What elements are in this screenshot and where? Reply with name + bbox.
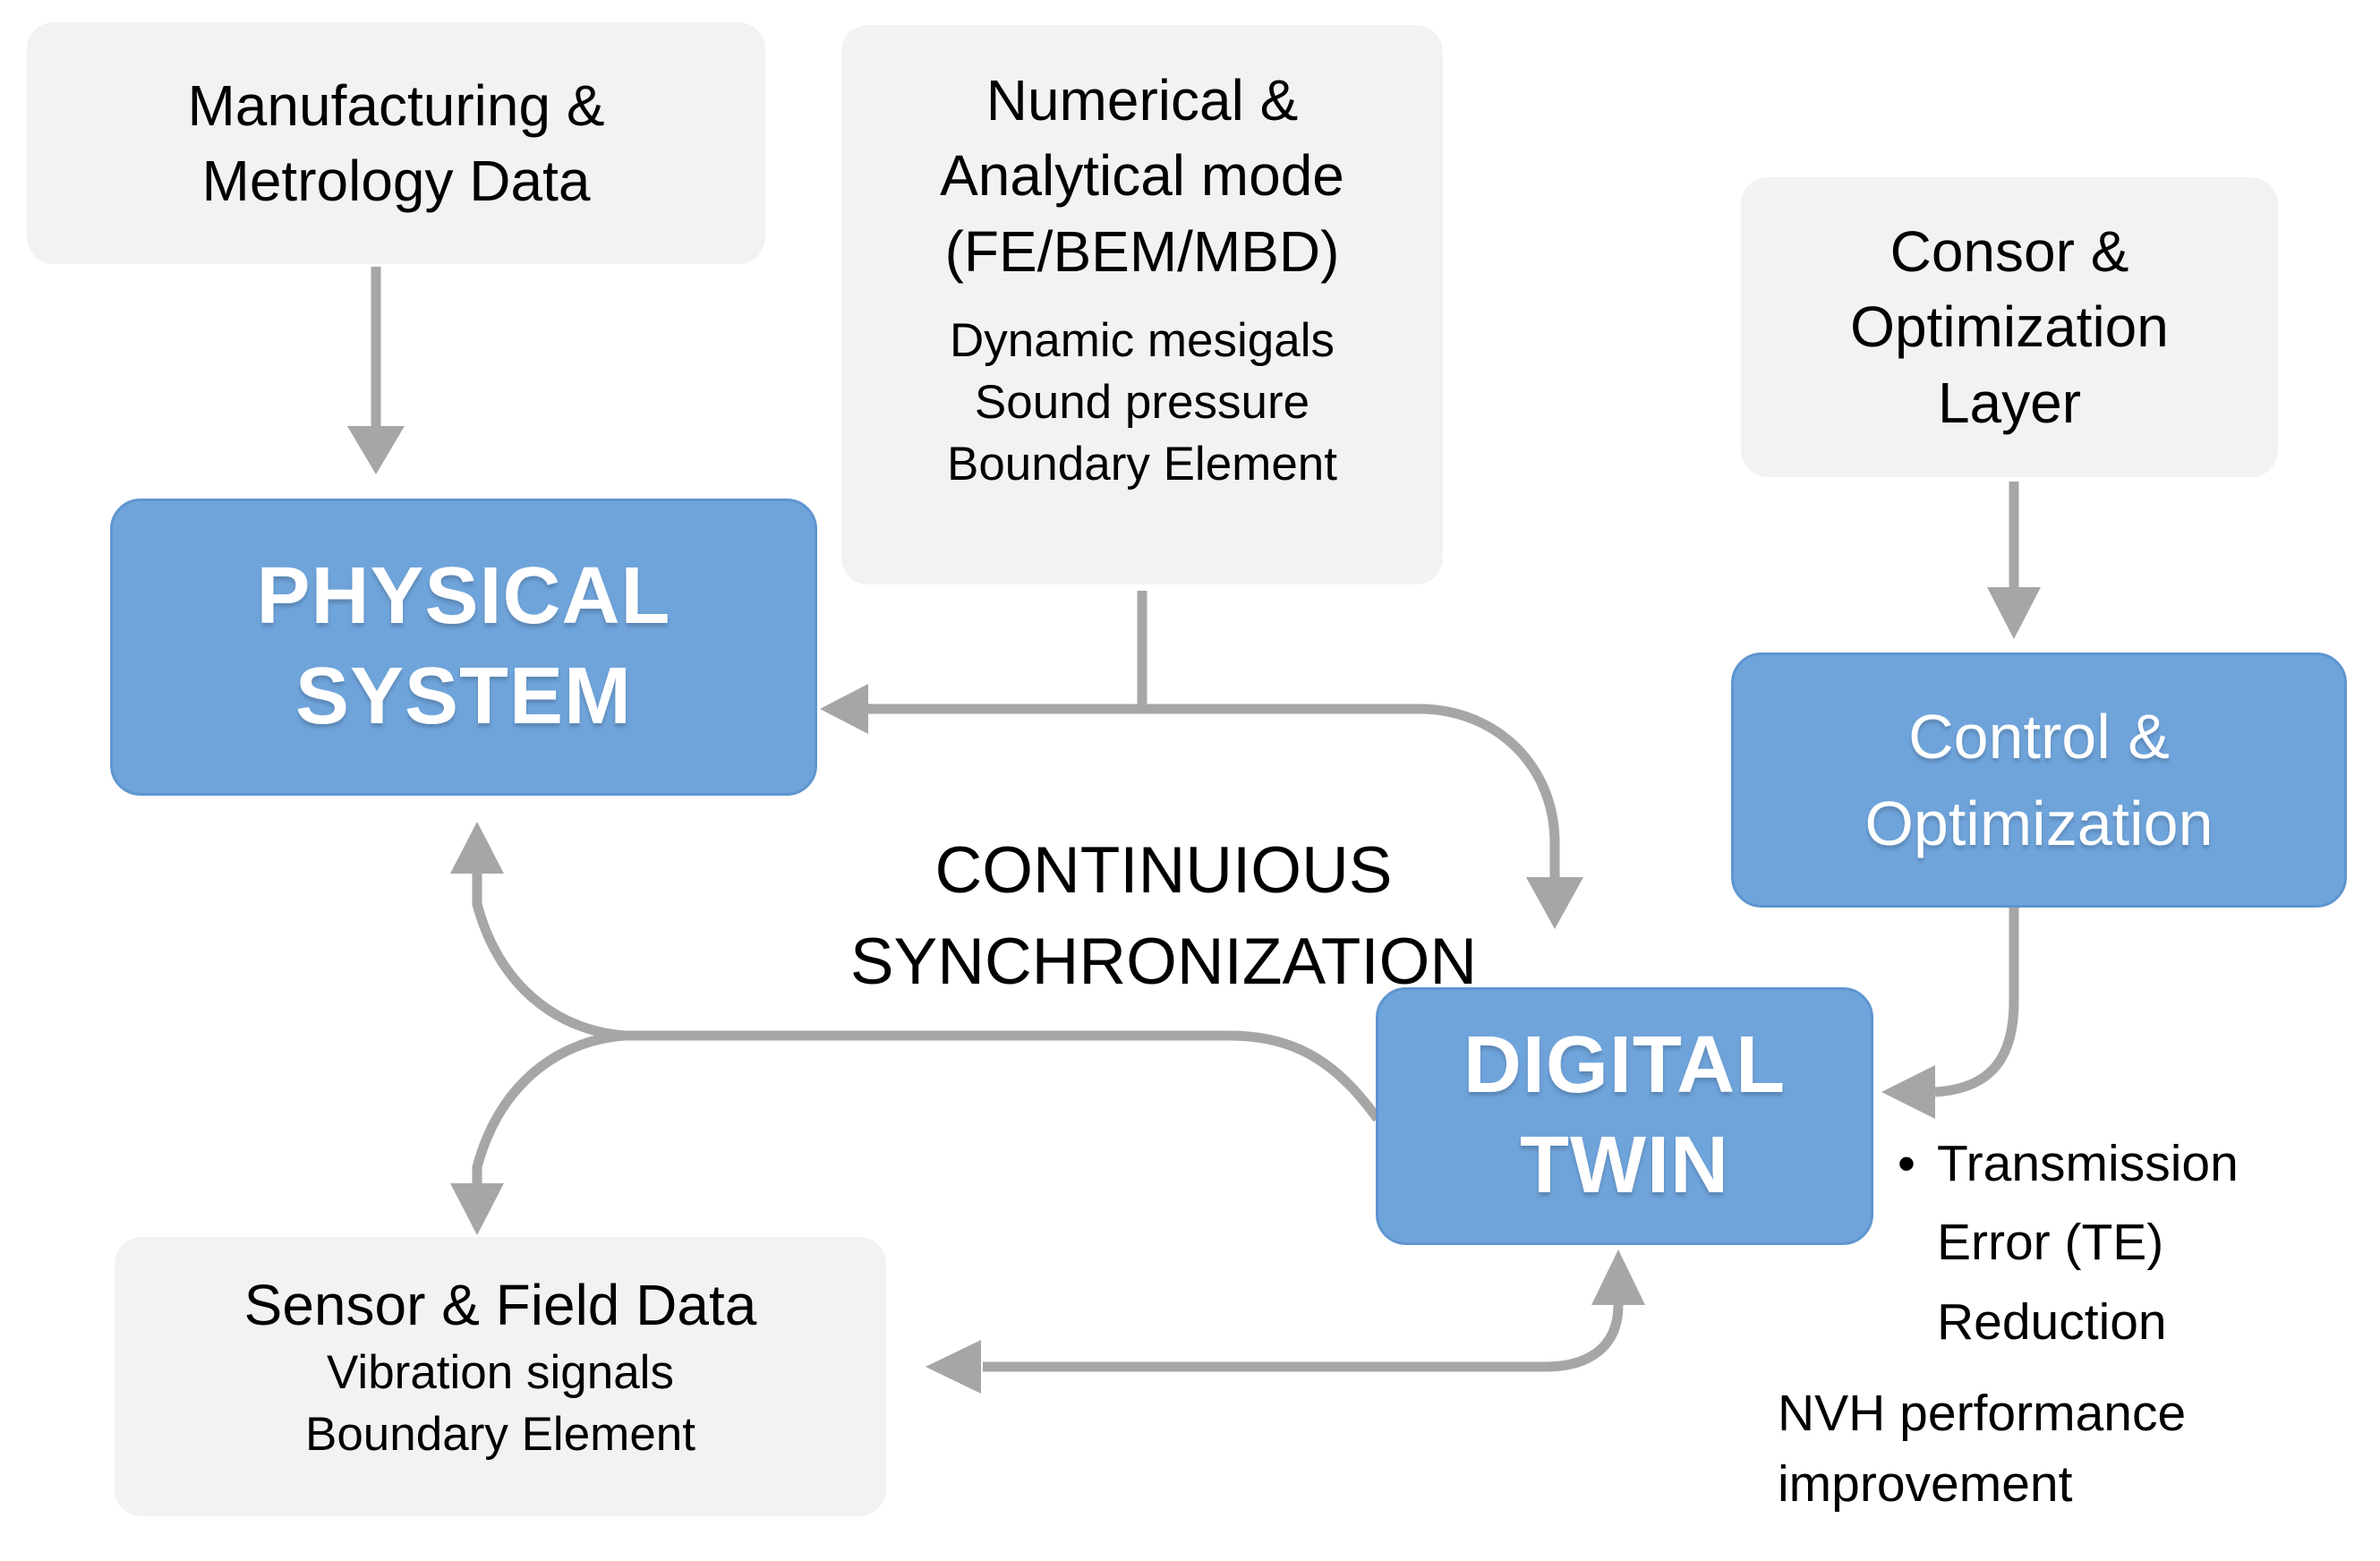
connector-line xyxy=(983,1304,1624,1372)
box-line: Consor & xyxy=(1889,218,2129,284)
numerical-analytical-mode-box: Numerical & Analytical mode (FE/BEM/MBD)… xyxy=(841,25,1443,584)
box-line: Manufacturing & xyxy=(187,73,605,138)
box-line: Numerical & xyxy=(985,68,1299,132)
connector-line xyxy=(472,874,626,1041)
bullet-text: Transmission Error (TE) Reduction xyxy=(1937,1124,2239,1361)
connector-digital-sensor-feedback xyxy=(926,1250,1645,1394)
connector-control-to-digital xyxy=(1881,908,2019,1119)
bullet-line: Transmission xyxy=(1936,1135,2239,1192)
manufacturing-metrology-data-box: Manufacturing & Metrology Data xyxy=(27,22,765,264)
box-line: Control & xyxy=(1908,701,2170,772)
connector-line xyxy=(625,1030,1382,1122)
sensor-field-data-box: Sensor & Field Data Vibration signals Bo… xyxy=(115,1237,886,1516)
arrowhead-up-icon xyxy=(1591,1250,1645,1305)
box-line: Optimization xyxy=(1864,788,2214,858)
arrowhead-up-icon xyxy=(450,822,504,874)
connector-consor-to-control xyxy=(1987,482,2041,639)
box-line: PHYSICAL xyxy=(256,551,671,642)
box-subline: Dynamic mesigals xyxy=(949,314,1335,368)
arrowhead-down-icon xyxy=(347,426,405,474)
box-subline: Vibration signals xyxy=(327,1346,674,1400)
box-line: Metrology Data xyxy=(201,149,591,213)
arrowhead-down-icon xyxy=(450,1183,504,1235)
box-line: Analytical mode xyxy=(940,143,1344,209)
arrowhead-left-icon xyxy=(926,1340,981,1394)
box-line: DIGITAL xyxy=(1463,1020,1787,1111)
digital-twin-box: DIGITAL TWIN xyxy=(1376,987,1873,1245)
arrowhead-left-icon xyxy=(1881,1065,1935,1119)
bullet-line: Error (TE) xyxy=(1936,1214,2164,1272)
box-line: (FE/BEM/MBD) xyxy=(944,218,1340,284)
consor-optimization-layer-box: Consor & Optimization Layer xyxy=(1741,177,2278,477)
box-subline: Sound pressure xyxy=(974,376,1310,430)
continuous-synchronization-label: CONTINUIOUS SYNCHRONIZATION xyxy=(788,825,1540,1008)
connector-line xyxy=(1934,908,2019,1097)
label-line: CONTINUIOUS xyxy=(934,834,1393,907)
bullet-icon: • xyxy=(1898,1135,1915,1192)
transmission-error-bullet: • Transmission Error (TE) Reduction xyxy=(1898,1124,2239,1361)
connector-manufacturing-to-physical xyxy=(347,267,405,474)
connector-line xyxy=(472,1030,626,1183)
label-line: SYNCHRONIZATION xyxy=(849,926,1478,999)
box-line: Sensor & Field Data xyxy=(243,1273,757,1337)
note-line: improvement xyxy=(1778,1454,2073,1513)
box-line: SYSTEM xyxy=(294,652,633,741)
box-line: TWIN xyxy=(1520,1121,1729,1210)
arrowhead-down-icon xyxy=(1987,587,2041,639)
box-line: Layer xyxy=(1937,370,2082,435)
physical-system-box: PHYSICAL SYSTEM xyxy=(110,499,817,796)
box-subline: Boundary Element xyxy=(946,438,1338,491)
box-line: Optimization xyxy=(1850,294,2169,360)
note-line: NVH performance xyxy=(1778,1385,2187,1442)
arrowhead-left-icon xyxy=(820,684,868,734)
box-subline: Boundary Element xyxy=(304,1408,696,1462)
control-optimization-box: Control & Optimization xyxy=(1731,653,2347,908)
bullet-line: Reduction xyxy=(1936,1292,2167,1351)
nvh-performance-note: NVH performance improvement xyxy=(1778,1378,2186,1519)
